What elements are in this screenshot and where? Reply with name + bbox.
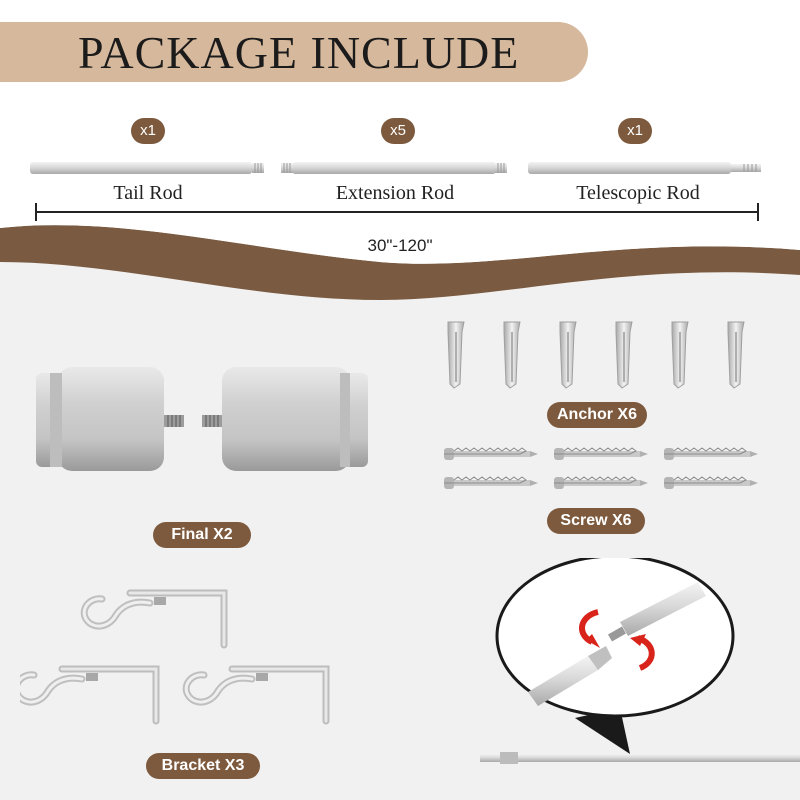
screw-label: Screw X6 bbox=[547, 508, 645, 534]
header-band bbox=[0, 22, 588, 82]
finials-image bbox=[36, 367, 368, 471]
page-title: PACKAGE INCLUDE bbox=[78, 27, 520, 78]
length-range-label: 30"-120" bbox=[367, 236, 433, 255]
anchor-label: Anchor X6 bbox=[547, 402, 647, 428]
telescopic-rod-qty-badge: x1 bbox=[618, 118, 652, 144]
anchors-image bbox=[447, 321, 745, 389]
extension-rod-image bbox=[281, 162, 507, 174]
wave-divider bbox=[0, 225, 800, 300]
rods-illustration bbox=[30, 162, 761, 221]
brackets-image bbox=[20, 589, 400, 745]
telescopic-rod-image bbox=[528, 162, 761, 174]
screws-image bbox=[443, 447, 759, 490]
assembly-detail-callout bbox=[480, 558, 800, 764]
dimension-line bbox=[35, 203, 759, 221]
tail-rod-label: Tail Rod bbox=[113, 182, 183, 204]
extension-rod-qty-badge: x5 bbox=[381, 118, 415, 144]
bracket-label: Bracket X3 bbox=[146, 753, 260, 779]
telescopic-rod-label: Telescopic Rod bbox=[576, 182, 700, 204]
tail-rod-qty-badge: x1 bbox=[131, 118, 165, 144]
extension-rod-label: Extension Rod bbox=[335, 182, 455, 204]
tail-rod-image bbox=[30, 162, 264, 174]
final-label: Final X2 bbox=[153, 522, 251, 548]
